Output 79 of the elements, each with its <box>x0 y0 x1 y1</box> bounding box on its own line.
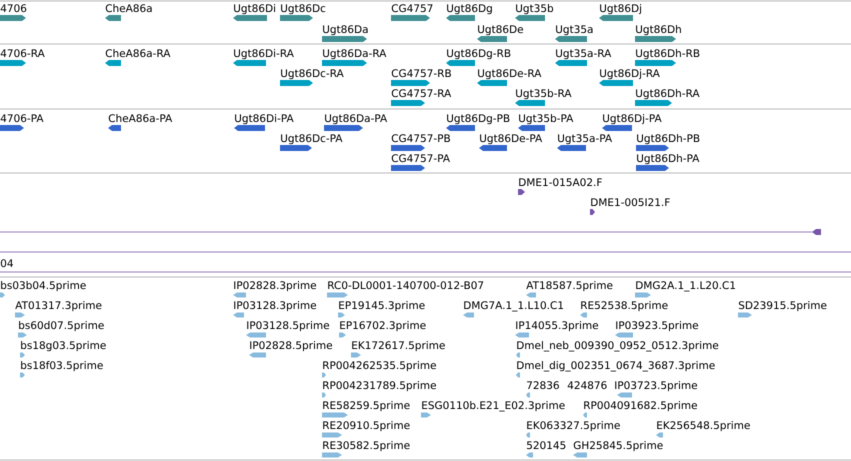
feature-label: IP03723.5prime <box>615 381 698 392</box>
feature-label: 4706 <box>0 4 26 12</box>
feature-label: IP02828.5prime <box>250 341 332 352</box>
feature-label: Ugt86De-RA <box>478 69 542 80</box>
feature-label: Ugt86De-PA <box>480 134 542 144</box>
feature-label: Ugt86Dh-PB <box>637 134 700 144</box>
feature-label: CG4757-RB <box>392 69 451 78</box>
feature-label: RE30582.5prime <box>323 441 410 452</box>
feature-label: EP16702.3prime <box>340 321 426 332</box>
feature-label: 4706-PA <box>0 114 44 122</box>
feature-label: RE58259.5prime <box>323 401 410 412</box>
feature-label: 72836 <box>527 381 559 390</box>
feature-label: Ugt35b-PA <box>519 114 574 124</box>
feature-label: Dmel_neb_009390_0952_0512.3prime <box>517 341 718 352</box>
feature-label: DME1-015A02.F <box>519 178 602 186</box>
feature-label: Ugt35a-PA <box>558 134 612 144</box>
feature-label: 04 <box>0 259 13 268</box>
feature-label: Ugt86Dc <box>281 4 326 14</box>
feature-label: CheA86a-RA <box>106 49 170 58</box>
feature-label: DMG7A.1_1.L10.C1 <box>464 301 564 312</box>
feature-label: Ugt35b <box>516 4 554 14</box>
feature-label: Ugt86Di-RA <box>234 49 294 60</box>
feature-label: AT01317.3prime <box>15 301 102 312</box>
feature-label: IP03128.3prime <box>234 301 316 312</box>
feature-label: GH25845.5prime <box>574 441 663 452</box>
feature-label: RP004091682.5prime <box>584 401 697 412</box>
feature-label: Ugt86Dh-RB <box>636 49 700 60</box>
feature-label: DMG2A.1_1.L20.C1 <box>636 281 736 292</box>
feature-label: Ugt86Dg-PB <box>447 114 510 124</box>
feature-label: Ugt86Dj <box>600 4 642 14</box>
feature-label: Ugt86Di <box>234 4 276 14</box>
feature-label: Ugt86Dh-PA <box>637 154 700 164</box>
feature-label: Ugt86Dc-PA <box>281 134 342 144</box>
feature-label: SD23915.5prime <box>738 301 826 312</box>
feature-label: Ugt86Dh-RA <box>636 89 700 100</box>
feature-label: RP004262535.5prime <box>323 361 436 372</box>
feature-label: Ugt35a <box>556 25 592 36</box>
feature-label: Ugt35b-RA <box>516 89 572 100</box>
feature-label: Ugt86Da <box>323 25 368 36</box>
feature-label: Ugt86Di-PA <box>235 114 294 124</box>
feature-label: Ugt86Dh <box>636 25 681 36</box>
feature-label: ESG0110b.E21_E02.3prime <box>422 401 565 412</box>
feature-label: CheA86a-PA <box>108 114 172 122</box>
feature-label: Ugt86Da-RA <box>323 49 386 60</box>
feature-label: Ugt35a-RA <box>556 49 612 60</box>
feature-label: RE52538.5prime <box>581 301 668 312</box>
feature-label: EP19145.3prime <box>339 301 425 312</box>
feature-label: Ugt86Da-PA <box>325 114 388 124</box>
feature-label: DME1-005I21.F <box>591 198 670 206</box>
feature-label: Ugt86Dg <box>447 4 492 14</box>
feature-label: EK172617.5prime <box>352 341 445 352</box>
feature-label: CheA86a <box>106 4 152 12</box>
feature-label: IP02828.3prime <box>234 281 316 292</box>
feature-label: EK063327.5prime <box>527 421 620 432</box>
feature-label: CG4757 <box>392 4 432 12</box>
feature-label: Ugt86Dc-RA <box>281 69 344 80</box>
feature-label: CG4757-PB <box>392 134 450 142</box>
feature-label: 520145 <box>527 441 566 450</box>
feature-label: IP03923.5prime <box>616 321 698 332</box>
feature-label: RE20910.5prime <box>323 421 410 432</box>
feature-label: Ugt86De <box>478 25 524 36</box>
feature-label: AT18587.5prime <box>526 281 612 292</box>
feature-label: 4706-RA <box>0 49 45 58</box>
feature-label: Ugt86Dj-PA <box>603 114 662 124</box>
feature-label: bs60d07.5prime <box>19 321 104 332</box>
feature-label: CG4757-RA <box>392 89 452 98</box>
feature-label: IP03128.5prime <box>247 321 330 332</box>
feature-label: Ugt86Dg-RB <box>447 49 510 60</box>
feature-label: CG4757-PA <box>392 154 450 162</box>
feature-label: bs03b04.5prime <box>1 281 86 292</box>
feature-label: RC0-DL0001-140700-012-B07 <box>328 281 484 290</box>
feature-label: bs18g03.5prime <box>21 341 106 352</box>
feature-label: RP004231789.5prime <box>323 381 436 392</box>
feature-label: Ugt86Dj-RA <box>600 69 660 80</box>
feature-label: IP14055.3prime <box>516 321 598 332</box>
feature-label: Dmel_dig_002351_0674_3687.3prime <box>517 361 715 372</box>
feature-label: EK256548.5prime <box>657 421 750 432</box>
feature-label: bs18f03.5prime <box>21 361 103 372</box>
feature-label: 424876 <box>568 381 607 390</box>
